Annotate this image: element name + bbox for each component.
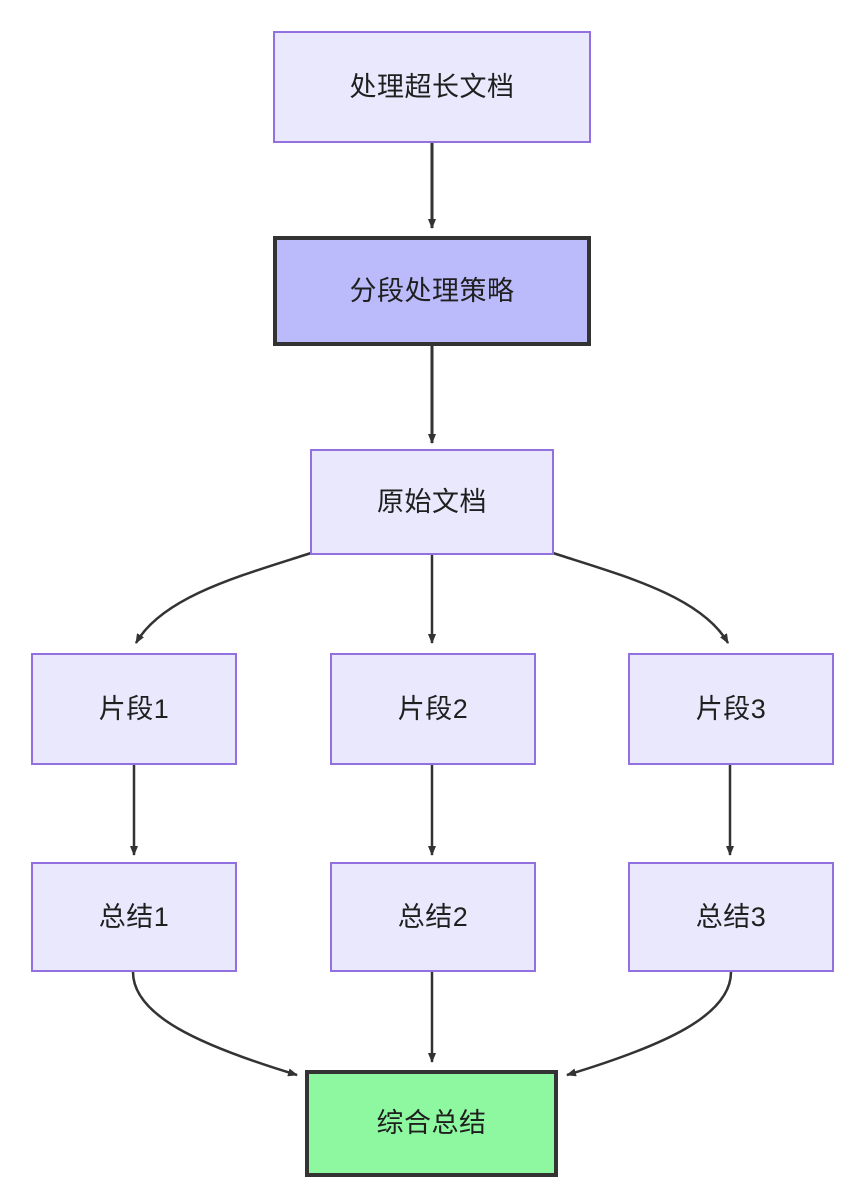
node-summary1-label: 总结1 xyxy=(98,901,170,932)
edge-summary1-to-final xyxy=(131,971,298,1077)
node-doc-source-label: 原始文档 xyxy=(377,486,487,517)
node-chunk3[interactable]: 片段3 xyxy=(628,653,834,765)
node-doc-long[interactable]: 处理超长文档 xyxy=(273,31,591,143)
node-strategy[interactable]: 分段处理策略 xyxy=(273,236,591,346)
node-chunk2[interactable]: 片段2 xyxy=(330,653,536,765)
node-doc-source[interactable]: 原始文档 xyxy=(310,449,554,555)
node-doc-long-label: 处理超长文档 xyxy=(349,71,515,102)
node-summary3[interactable]: 总结3 xyxy=(628,862,834,972)
node-strategy-label: 分段处理策略 xyxy=(349,275,515,306)
edge-doc-source-to-chunk1 xyxy=(134,551,312,644)
node-chunk1-label: 片段1 xyxy=(98,693,170,724)
node-summary2[interactable]: 总结2 xyxy=(330,862,536,972)
node-summary3-label: 总结3 xyxy=(695,901,767,932)
node-chunk3-label: 片段3 xyxy=(695,693,767,724)
node-final-summary-label: 综合总结 xyxy=(376,1108,487,1139)
node-summary2-label: 总结2 xyxy=(397,901,469,932)
edge-summary3-to-final xyxy=(566,971,733,1077)
node-chunk2-label: 片段2 xyxy=(397,693,469,724)
node-summary1[interactable]: 总结1 xyxy=(31,862,237,972)
node-final-summary[interactable]: 综合总结 xyxy=(305,1070,558,1177)
edge-doc-source-to-chunk3 xyxy=(552,551,730,644)
node-chunk1[interactable]: 片段1 xyxy=(31,653,237,765)
